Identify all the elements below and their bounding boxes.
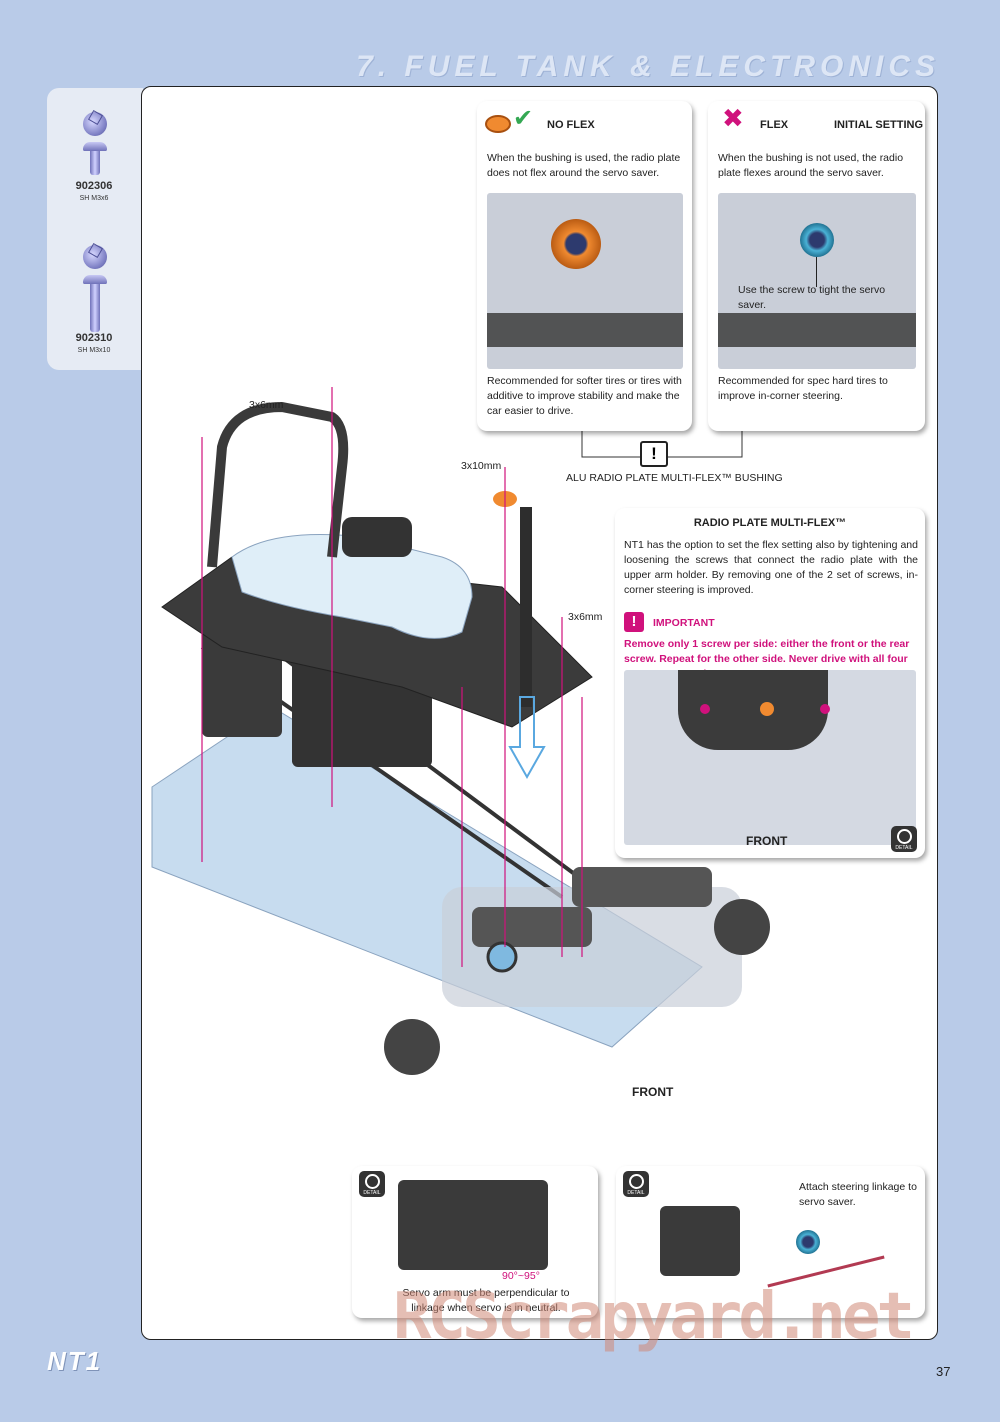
magnifier-icon [364, 1174, 380, 1189]
servo-angle-label: 90°~95° [502, 1270, 540, 1282]
no-flex-photo [487, 193, 683, 369]
screw-label-3x6-top: 3x6mm [249, 399, 284, 411]
watermark: RCScrapyard.net [393, 1280, 915, 1354]
no-flex-caption: Recommended for softer tires or tires wi… [487, 375, 682, 417]
screw-code-desc: SH M3x10 [77, 347, 111, 354]
screw-m3x10-icon [78, 238, 112, 332]
screw-code-2: 902310 SH M3x10 [62, 333, 126, 356]
screw-code-desc: SH M3x6 [79, 195, 109, 202]
bushing-label: ALU RADIO PLATE MULTI-FLEX™ BUSHING [566, 472, 783, 484]
screw-label-3x10: 3x10mm [461, 460, 502, 472]
servo-saver-illustration [796, 1230, 820, 1254]
detail-badge-label: DETAIL [363, 1190, 381, 1196]
nt1-logo: NT1 [47, 1346, 103, 1376]
magnifier-icon [628, 1174, 644, 1189]
screw-code-number: 902306 [75, 180, 113, 192]
multiflex-photo [624, 670, 916, 845]
important-label: IMPORTANT [653, 617, 715, 629]
screw-m3x6-icon [78, 105, 112, 175]
detail-right-badge: DETAIL [623, 1171, 649, 1197]
page-number: 37 [936, 1364, 951, 1379]
flex-title-right: INITIAL SETTING [834, 119, 924, 131]
important-icon: ! [624, 612, 644, 632]
detail-badge-label: DETAIL [627, 1190, 645, 1196]
check-icon: ✔ [513, 105, 534, 132]
detail-left-card: DETAIL 90°~95° Servo arm must be perpend… [352, 1166, 598, 1318]
flex-caption: Recommended for spec hard tires to impro… [718, 375, 888, 402]
magnifier-icon [896, 829, 912, 844]
screw-code-number: 902310 [75, 332, 113, 344]
no-bushing-cross-icon: ✖ [722, 103, 744, 133]
detail-right-caption: Attach steering linkage to servo saver. [799, 1181, 917, 1208]
multiflex-text: NT1 has the option to set the flex setti… [624, 539, 918, 596]
assembly-illustration [151, 387, 770, 1075]
main-frame: ✔ NO FLEX When the bushing is used, the … [141, 86, 938, 1340]
no-flex-title: NO FLEX [547, 119, 595, 131]
warning-icon: ! [640, 441, 668, 467]
flex-text: When the bushing is not used, the radio … [718, 152, 904, 179]
flex-title: FLEX [760, 119, 789, 131]
no-flex-text: When the bushing is used, the radio plat… [487, 152, 681, 179]
servo-illustration [398, 1180, 548, 1270]
screw-code-1: 902306 SH M3x6 [62, 181, 126, 204]
detail-left-badge: DETAIL [359, 1171, 385, 1197]
multiflex-card: RADIO PLATE MULTI-FLEX™ NT1 has the opti… [615, 508, 925, 858]
multiflex-title: RADIO PLATE MULTI-FLEX™ [693, 517, 847, 529]
detail-badge-label: DETAIL [895, 845, 913, 851]
no-flex-card: ✔ NO FLEX When the bushing is used, the … [477, 101, 692, 431]
multiflex-front-label: FRONT [746, 834, 788, 848]
flex-photo [718, 193, 916, 369]
bushing-icon [485, 115, 511, 133]
section-title: 7. FUEL TANK & ELECTRONICS [356, 50, 940, 83]
multiflex-detail-badge: DETAIL [891, 826, 917, 852]
front-label-main: FRONT [632, 1085, 674, 1099]
flex-card: ✖ FLEX INITIAL SETTING When the bushing … [708, 101, 925, 431]
flex-photo-label: Use the screw to tight the servo saver. [738, 284, 886, 311]
detail-right-card: DETAIL Attach steering linkage to servo … [616, 1166, 925, 1318]
servo-linkage-illustration [660, 1206, 740, 1276]
screw-label-3x6-right: 3x6mm [568, 611, 603, 623]
detail-left-caption: Servo arm must be perpendicular to linka… [402, 1287, 570, 1314]
